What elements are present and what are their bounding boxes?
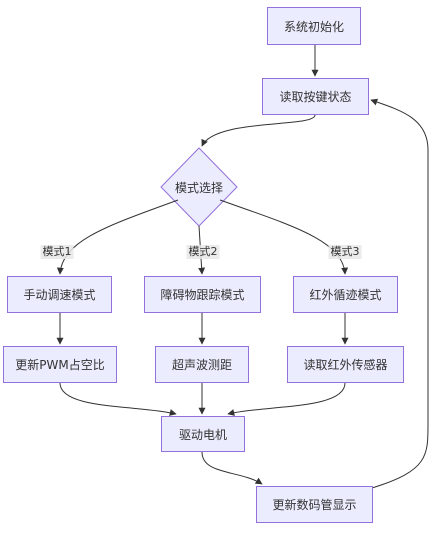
edge-label-mode1: 模式1: [40, 245, 74, 259]
edge-ir-to-motor: [227, 382, 346, 416]
edge-pwm-to-motor: [59, 382, 177, 416]
node-update-pwm: 更新PWM占空比: [3, 346, 117, 383]
edge-select-to-line: [219, 199, 349, 275]
node-read-keys: 读取按键状态: [262, 78, 369, 115]
node-ultrasonic: 超声波测距: [155, 346, 249, 383]
node-system-init: 系统初始化: [267, 7, 361, 45]
edge-display-to-read: [370, 98, 429, 489]
node-mode-select-label: 模式选择: [174, 180, 223, 195]
node-ir-line-follow: 红外循迹模式: [293, 276, 398, 313]
edge-select-to-manual: [56, 199, 179, 275]
node-manual-speed: 手动调速模式: [7, 276, 112, 313]
node-read-ir-sensor: 读取红外传感器: [287, 346, 404, 383]
edge-label-mode2: 模式2: [186, 245, 220, 259]
node-obstacle-tracking: 障碍物跟踪模式: [144, 276, 261, 313]
edge-read-to-select: [201, 114, 316, 147]
node-drive-motor: 驱动电机: [161, 416, 245, 452]
edge-motor-to-display: [201, 451, 263, 485]
edge-label-mode3: 模式3: [328, 245, 362, 259]
node-update-display: 更新数码管显示: [256, 486, 373, 523]
